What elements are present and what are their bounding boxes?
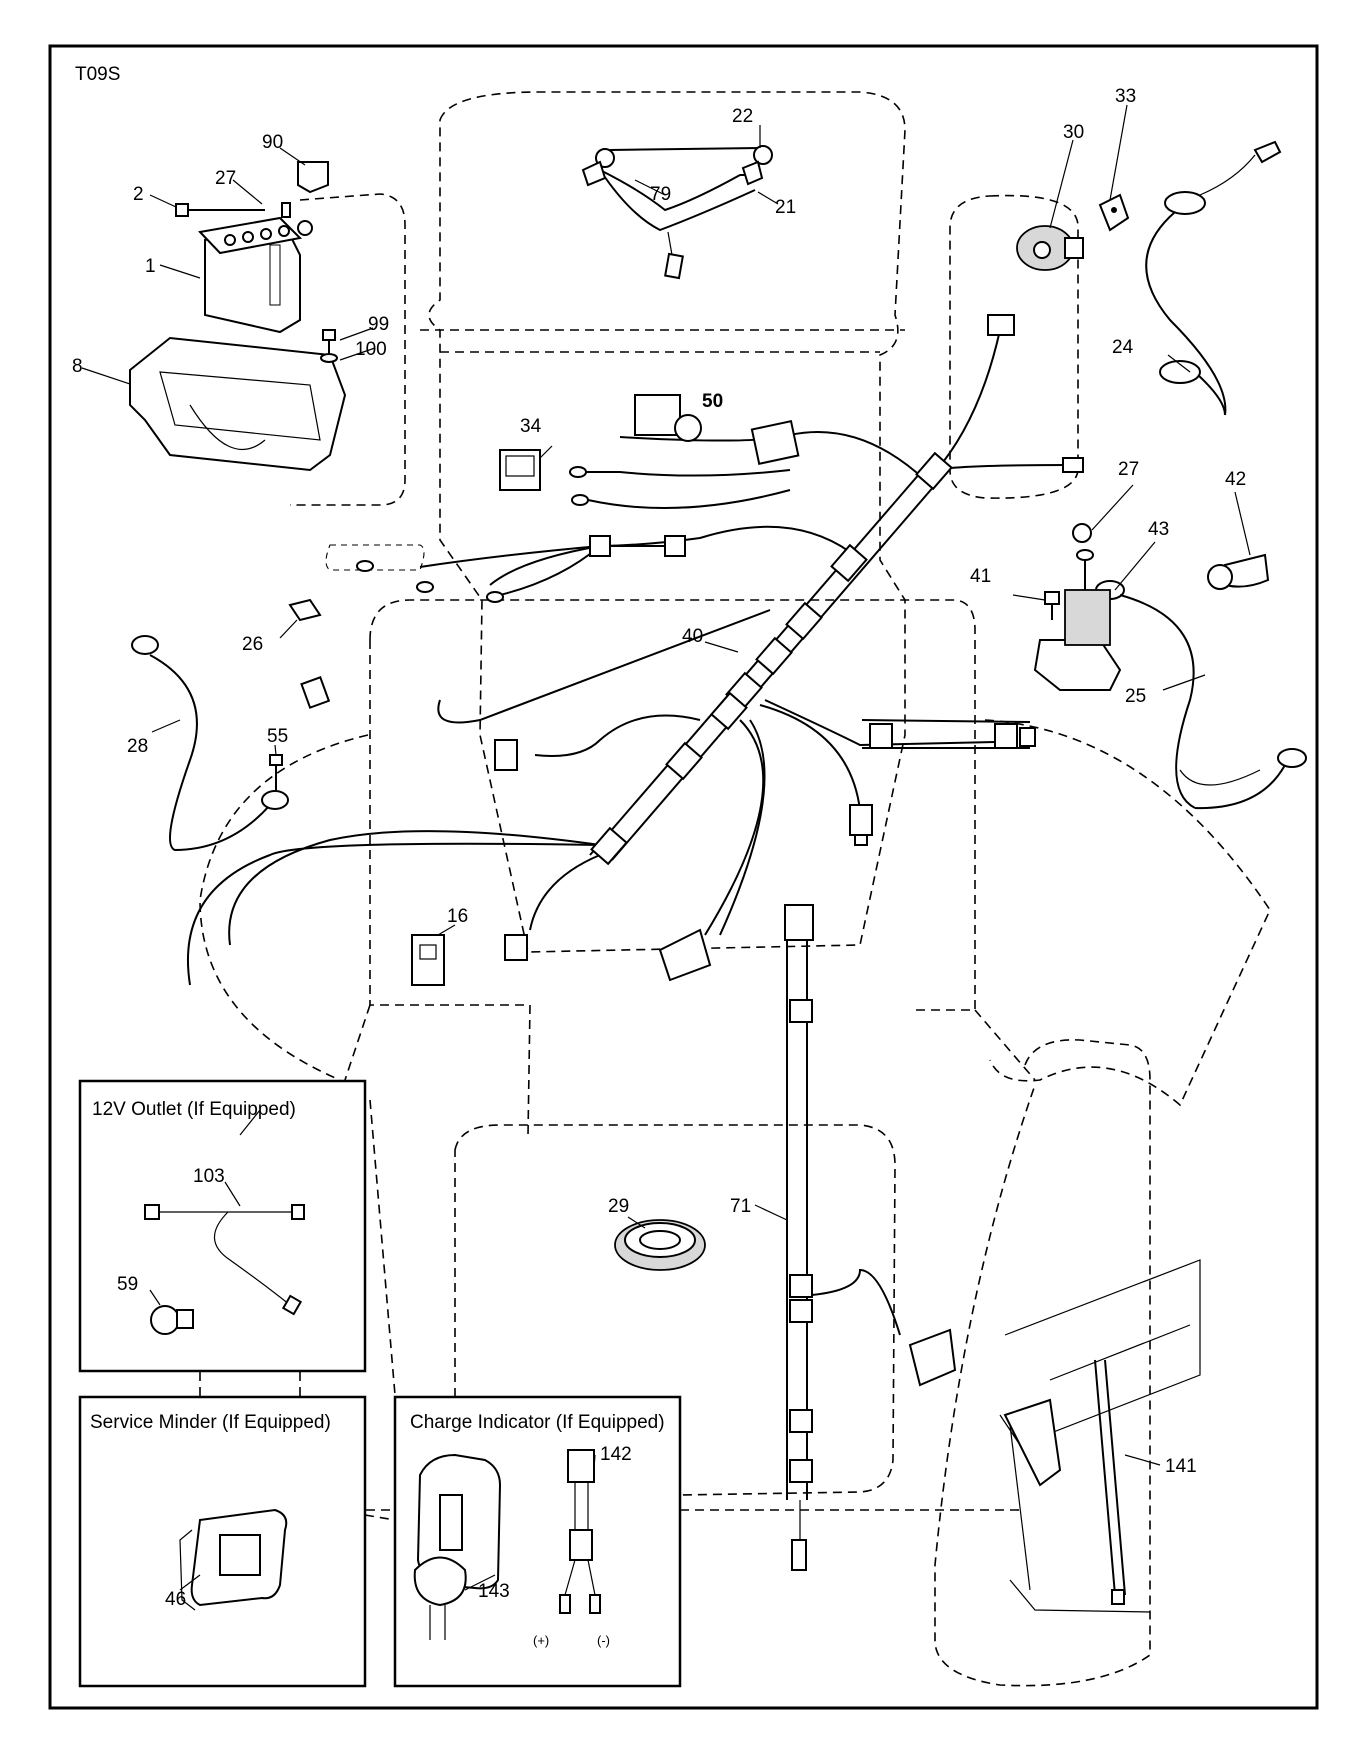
ignition-switch-icon — [1016, 225, 1084, 271]
callout-41: 41 — [970, 566, 991, 587]
callout-leaders — [81, 104, 1251, 1591]
battery-icon — [197, 216, 313, 334]
callout-33: 33 — [1115, 86, 1136, 107]
12v-socket-icon — [150, 1305, 180, 1335]
terminal-boot-42-icon — [1207, 553, 1270, 590]
callout-55: 55 — [267, 726, 288, 747]
callout-30: 30 — [1063, 122, 1084, 143]
diagram-code: T09S — [75, 64, 120, 85]
callout-26: 26 — [242, 634, 263, 655]
callout-99: 99 — [368, 314, 389, 335]
bracket-141-icon — [999, 1259, 1201, 1613]
charge-terminal-plus: (+) — [533, 1633, 549, 1648]
inset-title-service-minder: Service Minder (If Equipped) — [90, 1412, 331, 1433]
battery-tray-icon — [129, 336, 347, 472]
callout-46: 46 — [165, 1589, 186, 1610]
callout-8: 8 — [72, 356, 83, 377]
headlight-harness-icon — [581, 145, 773, 280]
main-wiring-harness-icon — [186, 314, 1084, 986]
callout-2: 2 — [133, 184, 144, 205]
callout-42: 42 — [1225, 469, 1246, 490]
callout-22: 22 — [732, 106, 753, 127]
callout-143: 143 — [478, 1581, 510, 1602]
outlet-connector-lead — [281, 1294, 303, 1316]
bolt-41-icon — [1044, 591, 1060, 620]
charge-harness-connector — [567, 1449, 595, 1483]
relay-16-icon — [411, 934, 445, 986]
battery-bolt-icon — [175, 202, 291, 218]
callout-24: 24 — [1112, 337, 1134, 358]
tractor-body-outline — [199, 91, 1271, 1687]
outlet-connector-right — [291, 1204, 305, 1220]
inset-service-minder: Service Minder (If Equipped) — [78, 1395, 367, 1688]
callout-103: 103 — [193, 1166, 225, 1187]
diagram-frame — [48, 44, 1319, 1710]
callout-90: 90 — [262, 132, 283, 153]
harness-71-icon — [784, 904, 957, 1571]
callout-27-battery: 27 — [215, 168, 236, 189]
inset-title-12v-outlet: 12V Outlet (If Equipped) — [92, 1099, 296, 1120]
charge-terminal-minus: (-) — [597, 1633, 610, 1648]
inset-12v-outlet: 12V Outlet (If Equipped) — [78, 1079, 367, 1373]
relay-50-icon — [634, 394, 702, 442]
callout-34: 34 — [520, 416, 542, 437]
solenoid-43-icon — [1033, 549, 1122, 691]
nut-27-icon — [1072, 523, 1092, 543]
callout-100: 100 — [355, 339, 387, 360]
pto-switch-icon — [499, 449, 541, 491]
callout-141: 141 — [1165, 1456, 1197, 1477]
grommet-29-icon — [614, 1219, 706, 1271]
callout-79: 79 — [650, 184, 671, 205]
callout-25: 25 — [1125, 686, 1146, 707]
callout-59: 59 — [117, 1274, 138, 1295]
callout-27-solenoid: 27 — [1118, 459, 1139, 480]
callout-21: 21 — [775, 197, 796, 218]
callout-16: 16 — [447, 906, 468, 927]
screw-55-icon — [269, 754, 283, 790]
callout-numbers: 1 2 8 90 27 99 100 22 79 21 30 33 24 50 … — [72, 86, 1246, 1610]
battery-terminal-cover-icon — [297, 161, 329, 194]
outlet-connector-left — [144, 1204, 160, 1220]
bolt-99-icon — [320, 329, 338, 363]
callout-28: 28 — [127, 736, 148, 757]
fuse-26-icon — [288, 598, 322, 622]
callout-50: 50 — [702, 391, 723, 412]
callout-43: 43 — [1148, 519, 1169, 540]
inset-charge-indicator: Charge Indicator (If Equipped) (+) (-) — [393, 1395, 682, 1688]
inset-title-charge-indicator: Charge Indicator (If Equipped) — [410, 1412, 665, 1433]
callout-71: 71 — [730, 1196, 751, 1217]
callout-1: 1 — [145, 256, 156, 277]
callout-29: 29 — [608, 1196, 629, 1217]
ignition-key-icon — [1098, 193, 1130, 232]
callout-142: 142 — [600, 1444, 632, 1465]
callout-40: 40 — [682, 626, 703, 647]
battery-cable-24-icon — [1145, 140, 1282, 416]
ground-cable-28-icon — [131, 635, 289, 852]
